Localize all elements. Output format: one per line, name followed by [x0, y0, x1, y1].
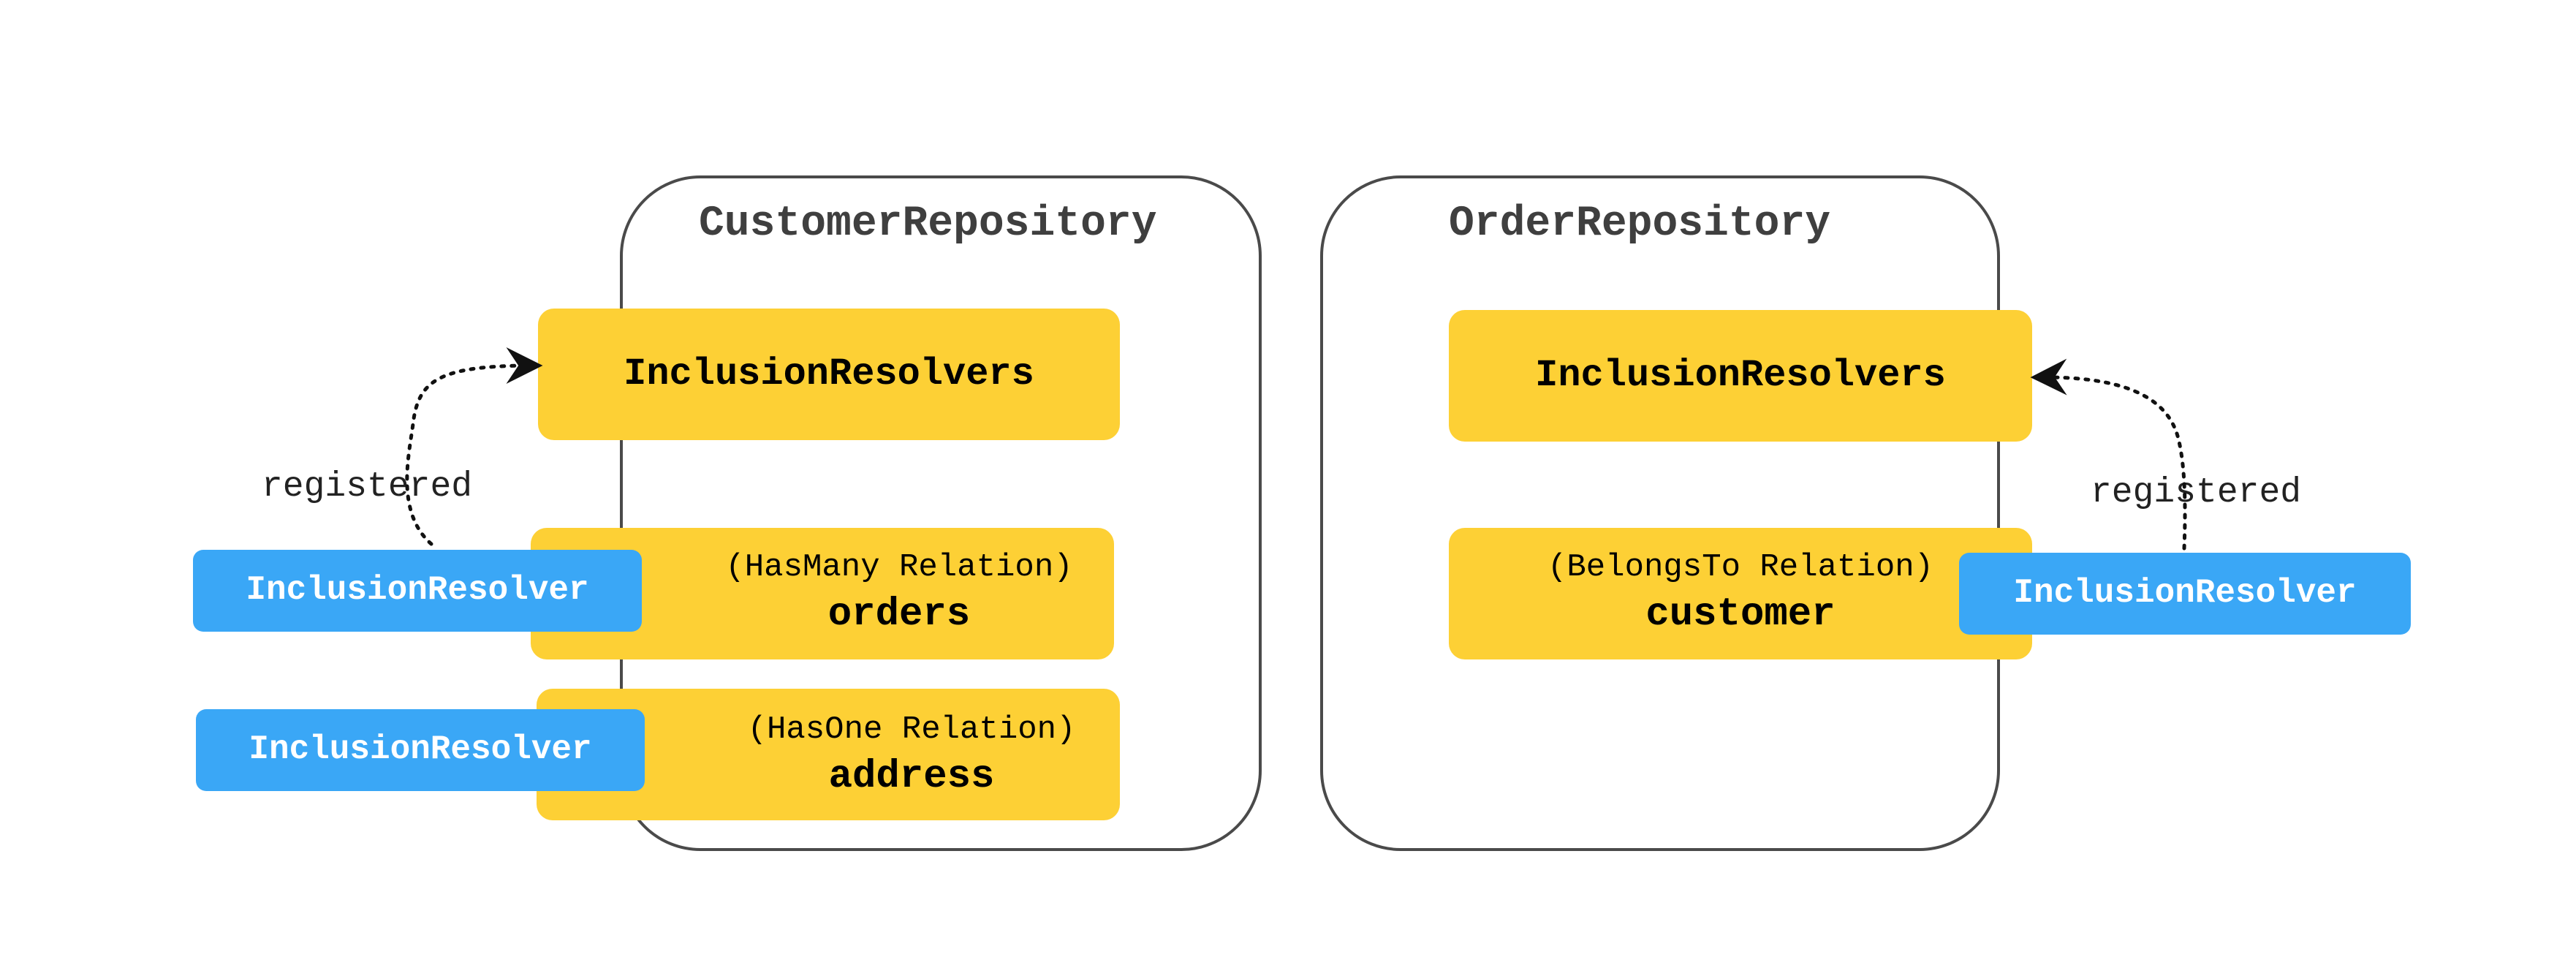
- customer-inclusion-resolver: InclusionResolver: [1959, 553, 2411, 635]
- address-relation-type-label: (HasOne Relation): [747, 711, 1076, 748]
- address-inclusion-resolver: InclusionResolver: [196, 709, 645, 791]
- order-registered-label: registered: [2091, 473, 2302, 513]
- customer-registered-label: registered: [262, 467, 473, 507]
- order-registered-arrow: [2030, 358, 2187, 551]
- orders-inclusion-resolver: InclusionResolver: [193, 550, 642, 632]
- customer-repository-container: [620, 175, 1262, 851]
- customer-registered-arrow: [405, 347, 543, 546]
- customer-repository-title: CustomerRepository: [699, 200, 1157, 248]
- customer-relation-type-label: (BelongsTo Relation): [1547, 549, 1934, 586]
- order-repository-container: [1320, 175, 2000, 851]
- customer-address-relation-box: (HasOne Relation) address: [537, 689, 1120, 820]
- order-inclusion-resolvers-box: InclusionResolvers: [1449, 310, 2032, 442]
- order-inclusion-resolvers-label: InclusionResolvers: [1535, 354, 1946, 397]
- customer-inclusion-resolvers-box: InclusionResolvers: [538, 309, 1120, 440]
- orders-relation-type-label: (HasMany Relation): [725, 549, 1073, 586]
- address-relation-name: address: [828, 755, 995, 799]
- orders-relation-name: orders: [827, 592, 971, 637]
- order-customer-relation-box: (BelongsTo Relation) customer: [1449, 528, 2032, 659]
- customer-inclusion-resolvers-label: InclusionResolvers: [624, 352, 1034, 396]
- customer-relation-name: customer: [1645, 592, 1836, 637]
- order-repository-title: OrderRepository: [1449, 200, 1831, 248]
